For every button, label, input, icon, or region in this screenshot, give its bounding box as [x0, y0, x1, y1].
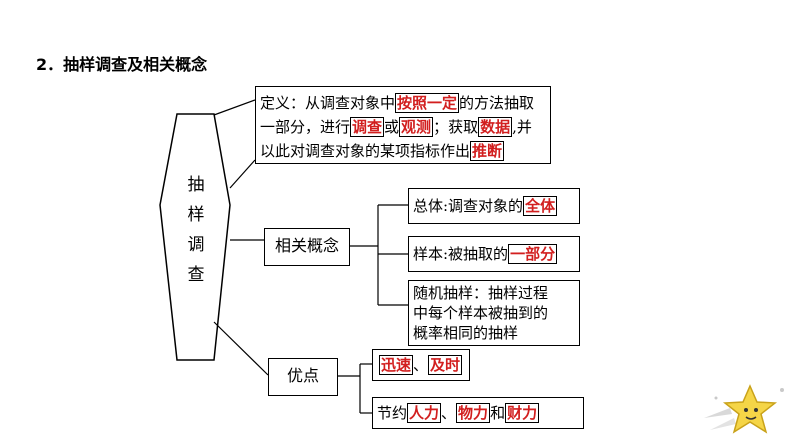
root-char: 抽	[187, 175, 205, 195]
random-sampling-box: 随机抽样：抽样过程 中每个样本被抽到的 概率相同的抽样	[408, 280, 580, 346]
answer-blank: 迅速	[379, 355, 414, 375]
answer-blank: 调查	[350, 117, 385, 137]
shooting-star-icon	[704, 384, 784, 434]
concepts-box: 相关概念	[264, 228, 350, 266]
advantages-box: 优点	[268, 358, 338, 396]
definition-line-3: 以此对调查对象的某项指标作出推断	[260, 141, 505, 161]
answer-blank: 数据	[478, 117, 513, 137]
advantage-item-2: 节约人力、物力和财力	[372, 397, 584, 429]
answer-blank: 财力	[505, 403, 540, 423]
root-hexagon	[159, 113, 231, 361]
root-char: 调	[187, 235, 205, 255]
definition-line-2: 一部分，进行调查或观测；获取数据,并	[260, 117, 532, 137]
definition-line-1: 定义：从调查对象中按照一定的方法抽取	[260, 93, 535, 113]
answer-blank: 全体	[523, 196, 558, 216]
answer-blank: 一部分	[508, 244, 558, 264]
advantage-item-1: 迅速、及时	[372, 349, 470, 381]
connector-root-definition	[213, 99, 256, 116]
answer-blank: 按照一定	[395, 93, 460, 113]
root-char: 查	[187, 265, 205, 285]
answer-blank: 观测	[399, 117, 434, 137]
page-heading: 2．抽样调查及相关概念	[36, 55, 208, 74]
definition-box: 定义：从调查对象中按照一定的方法抽取 一部分，进行调查或观测；获取数据,并 以此…	[255, 86, 551, 164]
root-char: 样	[187, 205, 205, 225]
connector-root-definition-lower	[229, 159, 256, 189]
answer-blank: 人力	[407, 403, 442, 423]
connector-root-advantages	[213, 321, 269, 376]
population-box: 总体:调查对象的全体	[408, 188, 580, 224]
answer-blank: 及时	[428, 355, 463, 375]
answer-blank: 推断	[470, 141, 505, 161]
answer-blank: 物力	[456, 403, 491, 423]
sample-box: 样本:被抽取的一部分	[408, 236, 580, 272]
root-label: 抽 样 调 查	[180, 170, 212, 290]
